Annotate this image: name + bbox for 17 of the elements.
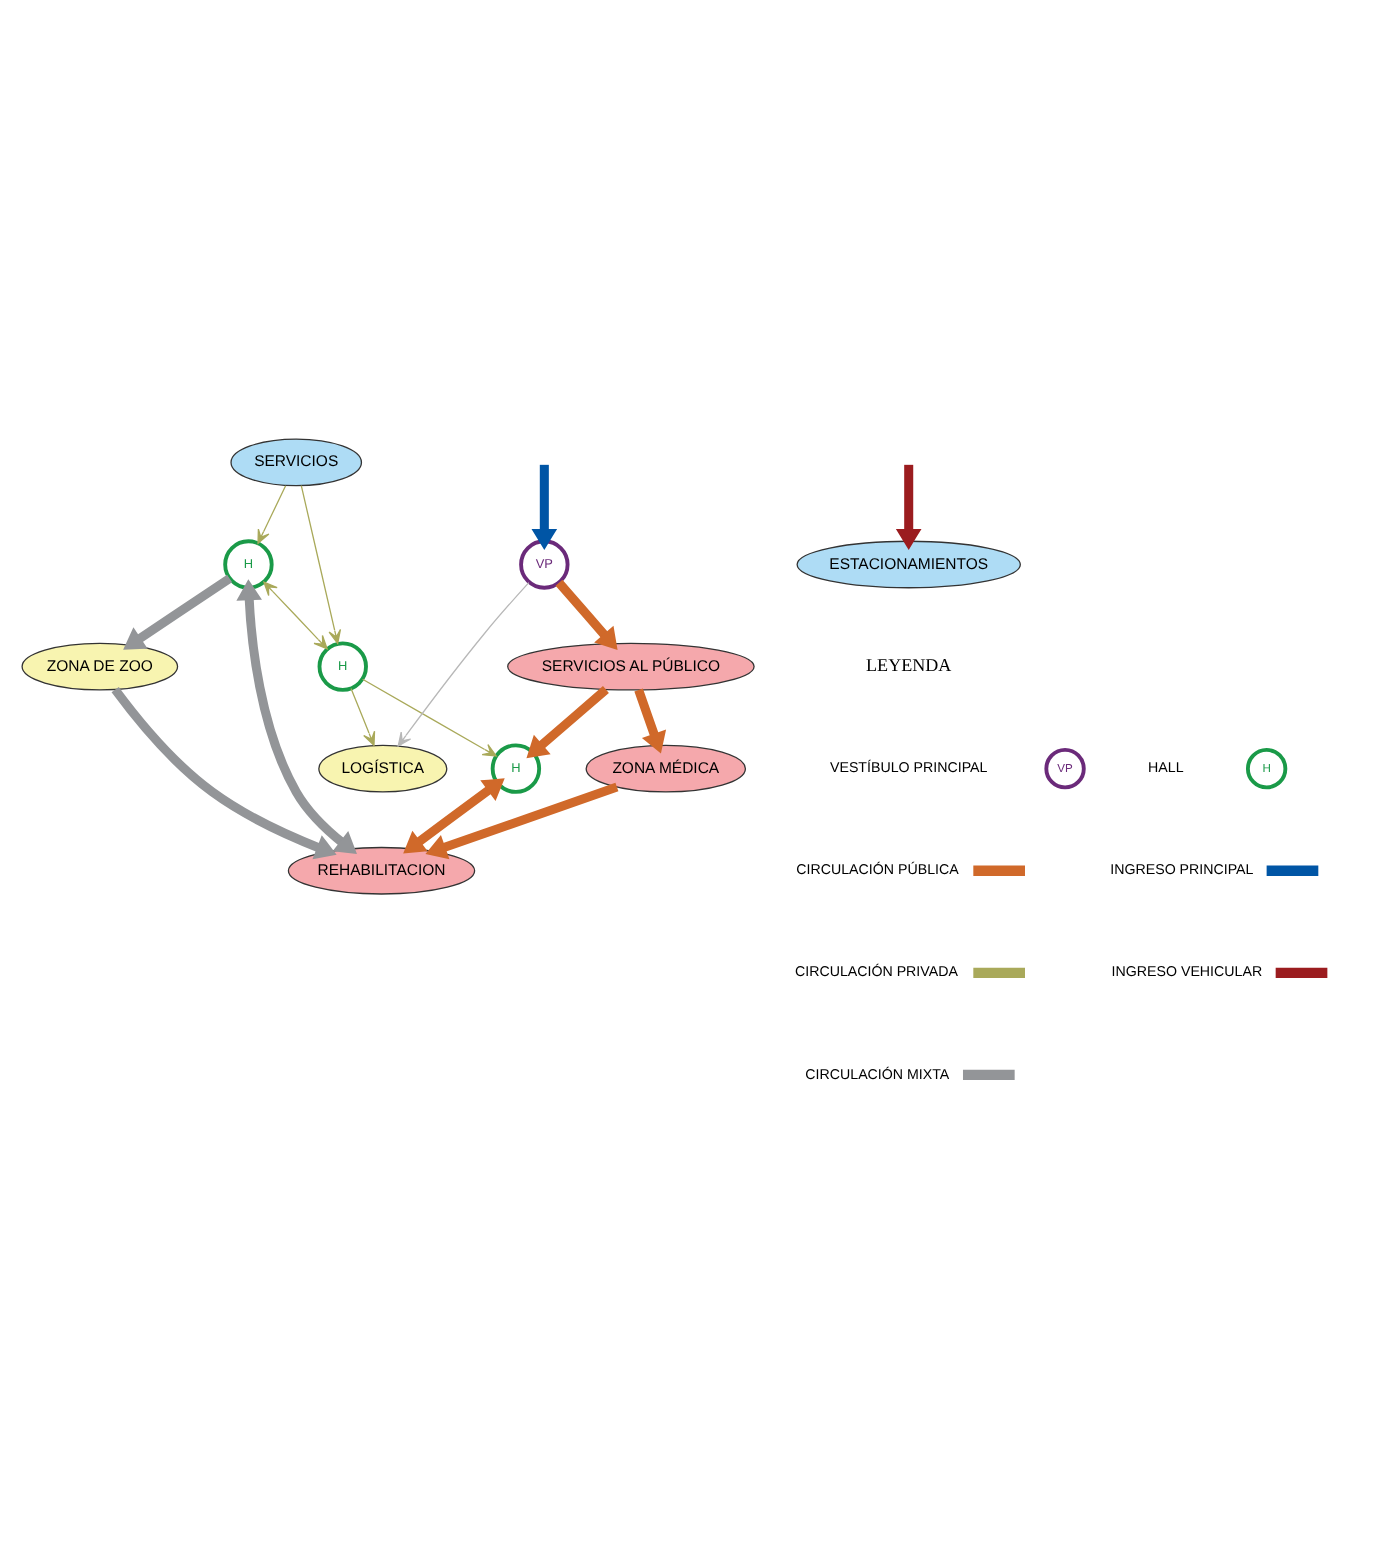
arrow	[425, 782, 619, 860]
arrow	[403, 778, 505, 854]
arrow	[236, 579, 357, 854]
arrow	[526, 686, 609, 759]
arrow	[257, 485, 287, 544]
arrow	[397, 581, 530, 747]
arrow	[350, 687, 376, 747]
arrow	[634, 688, 667, 754]
arrow	[111, 686, 337, 860]
arrow	[263, 581, 328, 650]
label: LEYENDA	[866, 655, 952, 676]
arrow	[123, 574, 233, 650]
arrow	[531, 464, 558, 550]
arrow	[300, 485, 342, 644]
arrow	[361, 678, 497, 757]
arrow	[555, 579, 618, 650]
arrow	[895, 464, 922, 550]
